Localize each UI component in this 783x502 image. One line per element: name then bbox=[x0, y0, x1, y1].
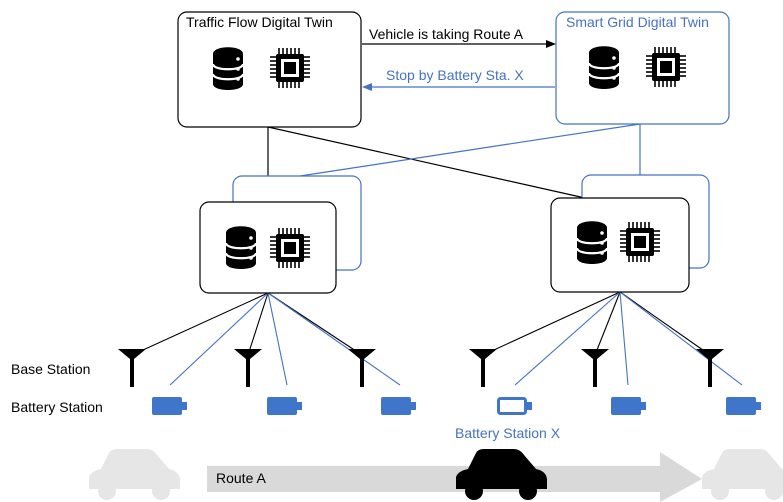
car-icon bbox=[702, 449, 783, 500]
battery-icon bbox=[267, 397, 302, 415]
connection-lines bbox=[131, 123, 743, 386]
antenna-icon bbox=[234, 349, 262, 387]
database-icon bbox=[587, 45, 621, 91]
battery-station-x-label: Battery Station X bbox=[455, 425, 561, 441]
battery-icon bbox=[611, 397, 646, 415]
message-arrow-to-traffic bbox=[362, 83, 555, 91]
car-icon bbox=[89, 449, 180, 500]
legend-base-station: Base Station bbox=[11, 361, 91, 377]
traffic-twin-title: Traffic Flow Digital Twin bbox=[186, 14, 333, 30]
antenna-icon bbox=[469, 349, 497, 387]
edge-server-right bbox=[550, 174, 710, 293]
message-to-grid: Vehicle is taking Route A bbox=[369, 26, 524, 42]
route-label: Route A bbox=[216, 470, 266, 486]
battery-icon bbox=[726, 397, 761, 415]
database-icon bbox=[224, 225, 258, 271]
antenna-icon bbox=[118, 349, 146, 387]
database-icon bbox=[575, 220, 609, 266]
grid-twin-title: Smart Grid Digital Twin bbox=[566, 14, 709, 30]
database-icon bbox=[211, 46, 245, 92]
battery-empty-icon bbox=[497, 397, 534, 415]
traffic-twin-box bbox=[177, 11, 362, 128]
grid-twin-box bbox=[555, 11, 730, 125]
battery-icon bbox=[152, 397, 187, 415]
message-arrow-to-grid bbox=[362, 40, 556, 48]
battery-icon bbox=[381, 397, 416, 415]
message-to-traffic: Stop by Battery Sta. X bbox=[386, 67, 524, 83]
route-arrow bbox=[207, 452, 702, 502]
legend-battery-station: Battery Station bbox=[11, 399, 103, 415]
car-icon-active bbox=[456, 449, 547, 500]
edge-server-left bbox=[199, 175, 362, 294]
antenna-icon bbox=[581, 349, 609, 387]
antenna-icon bbox=[348, 349, 376, 387]
